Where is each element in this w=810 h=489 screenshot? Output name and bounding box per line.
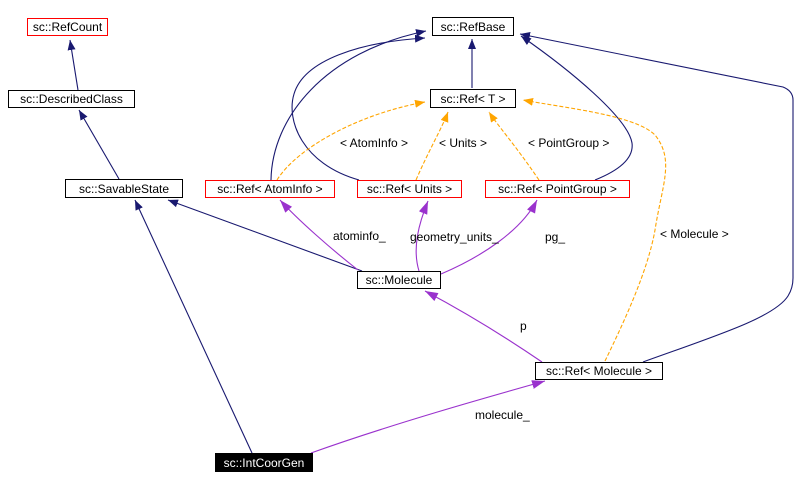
node-sc-savablestate[interactable]: sc::SavableState	[65, 179, 183, 198]
edge-inherit-molecule-savablestate	[167, 199, 363, 272]
node-label: sc::IntCoorGen	[223, 455, 305, 470]
edge-inherit-savablestate-describedclass	[78, 109, 120, 180]
edge-label-member-geometry-units: geometry_units_	[410, 230, 499, 244]
edge-inherit-refunits-refbase	[291, 34, 426, 181]
edge-template-refunits-reft	[415, 111, 449, 181]
edge-usage-molecule-refatominfo	[279, 199, 359, 271]
edge-label-member-molecule: molecule_	[475, 408, 530, 422]
edge-template-refmolecule-reft	[522, 97, 667, 362]
node-sc-describedclass[interactable]: sc::DescribedClass	[8, 90, 135, 108]
node-label: sc::SavableState	[78, 181, 170, 196]
node-sc-ref-molecule[interactable]: sc::Ref< Molecule >	[535, 362, 663, 380]
edge-label-template-atominfo: < AtomInfo >	[340, 136, 409, 150]
node-sc-molecule[interactable]: sc::Molecule	[357, 271, 441, 289]
edge-label-template-units: < Units >	[439, 136, 488, 150]
edge-inherit-intcoorgen-savablestate	[134, 199, 253, 454]
node-sc-refbase[interactable]: sc::RefBase	[432, 17, 514, 36]
edge-label-template-molecule: < Molecule >	[660, 227, 729, 241]
node-label: sc::Molecule	[365, 273, 433, 287]
edge-inherit-refmolecule-refbase	[519, 32, 794, 363]
node-label: sc::Ref< PointGroup >	[498, 182, 617, 196]
edge-label-template-pointgroup: < PointGroup >	[528, 136, 610, 150]
node-label: sc::Ref< Units >	[366, 182, 453, 196]
edge-label-member-pg: pg_	[545, 230, 566, 244]
node-label: sc::RefCount	[32, 20, 103, 34]
node-label: sc::RefBase	[440, 19, 506, 34]
node-sc-refcount[interactable]: sc::RefCount	[27, 18, 108, 36]
node-sc-ref-atominfo[interactable]: sc::Ref< AtomInfo >	[205, 180, 335, 198]
edge-usage-refmolecule-molecule	[424, 290, 543, 363]
edge-template-refpointgroup-reft	[488, 111, 540, 181]
edge-usage-molecule-refunits	[415, 200, 429, 272]
node-label: sc::Ref< AtomInfo >	[217, 182, 323, 196]
node-label: sc::Ref< T >	[440, 91, 506, 106]
edge-template-refatominfo-reft	[276, 99, 426, 181]
node-sc-ref-t[interactable]: sc::Ref< T >	[430, 89, 516, 108]
node-sc-ref-pointgroup[interactable]: sc::Ref< PointGroup >	[485, 180, 630, 198]
edge-label-member-p: p	[520, 319, 527, 333]
edge-inherit-describedclass-refcount	[67, 39, 79, 91]
edge-label-member-atominfo: atominfo_	[333, 229, 386, 243]
edge-usage-intcoorgen-refmolecule	[310, 380, 546, 454]
edge-usage-molecule-refpointgroup	[440, 199, 538, 275]
node-sc-intcoorgen: sc::IntCoorGen	[215, 453, 313, 472]
edge-inherit-refatominfo-refbase	[270, 29, 427, 181]
node-label: sc::Ref< Molecule >	[545, 364, 653, 378]
edge-inherit-refpointgroup-refbase	[520, 35, 633, 181]
node-label: sc::DescribedClass	[20, 92, 123, 106]
node-sc-ref-units[interactable]: sc::Ref< Units >	[357, 180, 462, 198]
